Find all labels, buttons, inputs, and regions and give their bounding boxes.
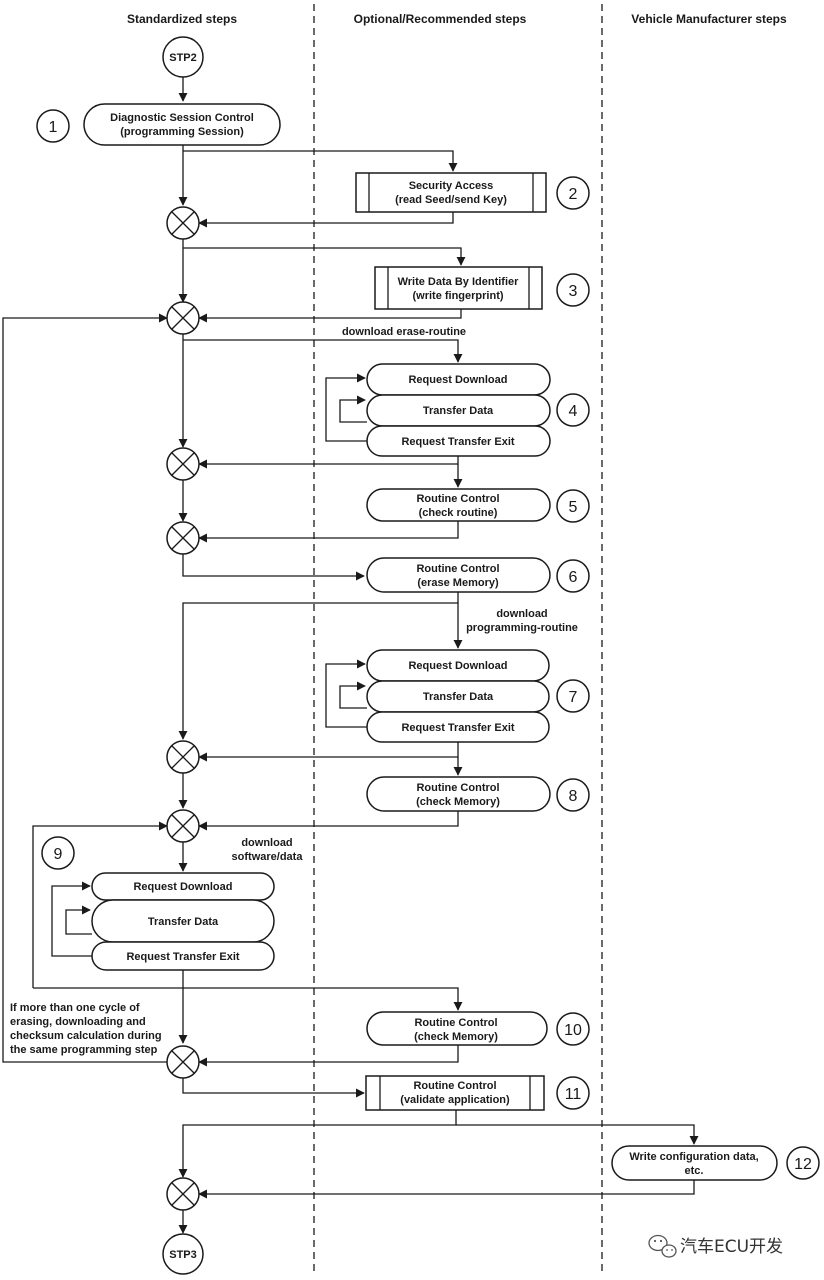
step-1-subtitle: (programming Session) [120, 126, 244, 138]
step-12-title: Write configuration data, [629, 1151, 758, 1163]
end-terminal: STP3 [162, 1233, 204, 1275]
step-number-8: 8 [556, 778, 590, 812]
loop-note-line1: If more than one cycle of [10, 1002, 140, 1014]
svg-text:4: 4 [569, 403, 578, 420]
column-header-optional: Optional/Recommended steps [354, 12, 527, 26]
step-number-2: 2 [556, 176, 590, 210]
step-6-box: Routine Control (erase Memory) [366, 557, 551, 593]
step-10-title: Routine Control [414, 1017, 497, 1029]
step-4-transfer-data: Transfer Data [423, 405, 494, 417]
step-6-subtitle: (erase Memory) [417, 577, 499, 589]
svg-text:7: 7 [569, 689, 578, 706]
step-4-request-transfer-exit: Request Transfer Exit [401, 436, 514, 448]
merge-junction [166, 740, 200, 774]
step-number-11: 11 [556, 1076, 590, 1110]
step-11-box: Routine Control (validate application) [365, 1075, 545, 1111]
step-5-title: Routine Control [416, 493, 499, 505]
step-number-9: 9 [41, 836, 75, 870]
annotation-software-line2: software/data [232, 851, 304, 863]
step-5-subtitle: (check routine) [419, 507, 498, 519]
merge-junction [166, 206, 200, 240]
step-8-subtitle: (check Memory) [416, 796, 500, 808]
step-10-subtitle: (check Memory) [414, 1031, 498, 1043]
step-2-subtitle: (read Seed/send Key) [395, 194, 507, 206]
step-9-request-transfer-exit: Request Transfer Exit [126, 951, 239, 963]
step-number-4: 4 [556, 393, 590, 427]
step-8-box: Routine Control (check Memory) [366, 776, 551, 812]
merge-junctions [166, 206, 200, 1211]
loop-note-line3: checksum calculation during [10, 1030, 162, 1042]
step-9-transfer-data: Transfer Data [148, 916, 219, 928]
step-7-group: Request Download Transfer Data Request T… [366, 649, 550, 743]
end-terminal-label: STP3 [169, 1249, 197, 1261]
step-number-5: 5 [556, 489, 590, 523]
step-1-title: Diagnostic Session Control [110, 112, 254, 124]
annotation-software-line1: download [241, 837, 292, 849]
step-11-title: Routine Control [413, 1080, 496, 1092]
annotation-prog-routine-line2: programming-routine [466, 622, 578, 634]
step-4-request-download: Request Download [408, 374, 507, 386]
start-terminal: STP2 [162, 36, 204, 78]
step-8-title: Routine Control [416, 782, 499, 794]
step-number-12: 12 [786, 1146, 820, 1180]
step-number-1: 1 [36, 109, 70, 143]
step-7-transfer-data: Transfer Data [423, 691, 494, 703]
request-transfer-exit-box [91, 941, 275, 971]
step-11-subtitle: (validate application) [400, 1094, 510, 1106]
flow-connectors [2, 76, 699, 1234]
step-1-box: Diagnostic Session Control (programming … [83, 103, 281, 146]
merge-junction [166, 809, 200, 843]
step-2-box: Security Access (read Seed/send Key) [355, 172, 547, 213]
watermark-text: 汽车ECU开发 [680, 1237, 783, 1257]
step-12-box: Write configuration data, etc. [611, 1145, 778, 1181]
merge-junction [166, 1177, 200, 1211]
step-number-6: 6 [556, 559, 590, 593]
svg-text:1: 1 [49, 119, 58, 136]
annotation-prog-routine-line1: download [496, 608, 547, 620]
step-4-group: Request Download Transfer Data Request T… [366, 363, 551, 457]
loop-note-line4: the same programming step [10, 1044, 158, 1056]
wechat-icon [648, 1234, 677, 1258]
merge-junction [166, 447, 200, 481]
loop-note: If more than one cycle of erasing, downl… [10, 1002, 162, 1056]
request-transfer-exit-box [366, 425, 551, 457]
step-number-3: 3 [556, 273, 590, 307]
watermark: 汽车ECU开发 [648, 1234, 783, 1258]
svg-text:5: 5 [569, 499, 578, 516]
loop-note-line2: erasing, downloading and [10, 1016, 146, 1028]
step-2-title: Security Access [409, 180, 494, 192]
step-6-title: Routine Control [416, 563, 499, 575]
step-3-subtitle: (write fingerprint) [412, 290, 503, 302]
step-5-box: Routine Control (check routine) [366, 488, 551, 522]
step-number-10: 10 [556, 1012, 590, 1046]
svg-text:10: 10 [564, 1022, 582, 1039]
step-3-title: Write Data By Identifier [398, 276, 520, 288]
step-7-request-transfer-exit: Request Transfer Exit [401, 722, 514, 734]
step-12-subtitle: etc. [685, 1165, 704, 1177]
step-7-request-download: Request Download [408, 660, 507, 672]
column-header-vehicle: Vehicle Manufacturer steps [631, 12, 787, 26]
svg-text:3: 3 [569, 283, 578, 300]
start-terminal-label: STP2 [169, 52, 197, 64]
merge-junction [166, 301, 200, 335]
svg-text:2: 2 [569, 186, 578, 203]
request-transfer-exit-box [366, 711, 550, 743]
svg-text:8: 8 [569, 788, 578, 805]
step-3-box: Write Data By Identifier (write fingerpr… [374, 266, 543, 310]
column-header-standardized: Standardized steps [127, 12, 237, 26]
step-9-request-download: Request Download [133, 881, 232, 893]
svg-text:11: 11 [565, 1086, 582, 1103]
merge-junction [166, 1045, 200, 1079]
annotation-erase-routine: download erase-routine [342, 326, 466, 338]
svg-text:6: 6 [569, 569, 578, 586]
svg-text:12: 12 [794, 1156, 812, 1173]
merge-junction [166, 521, 200, 555]
step-9-group: Request Download Transfer Data Request T… [91, 872, 275, 971]
step-number-markers: 1 2 3 4 5 6 7 8 9 10 11 12 [36, 109, 820, 1180]
svg-text:9: 9 [54, 846, 63, 863]
step-10-box: Routine Control (check Memory) [366, 1011, 548, 1046]
step-number-7: 7 [556, 679, 590, 713]
